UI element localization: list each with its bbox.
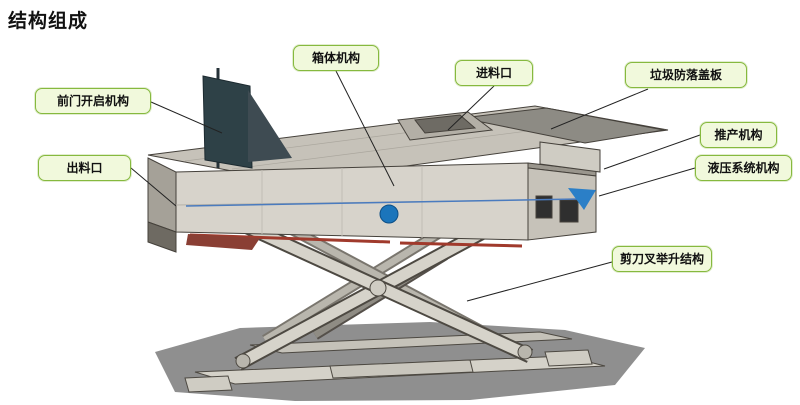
label-feed-inlet: 进料口 (455, 60, 533, 87)
leader-lines (130, 70, 701, 302)
base-roller-left (235, 353, 251, 369)
feed-hopper-opening (414, 114, 477, 134)
housing-opening-2 (559, 199, 579, 223)
label-garbage-cover-plate: 垃圾防落盖板 (625, 62, 747, 89)
scissor-pivot (369, 279, 387, 297)
red-bottom-strip-right (399, 241, 523, 248)
label-hydraulic-system: 液压系统机构 (695, 155, 792, 182)
label-discharge-outlet: 出料口 (38, 155, 131, 182)
label-push-mechanism: 推产机构 (700, 122, 777, 149)
leader-push (603, 134, 701, 170)
base-roller-right (517, 344, 533, 360)
red-shade (186, 234, 260, 250)
pivot-highlight-dot (379, 204, 399, 224)
leader-discharge (130, 167, 177, 207)
leader-feed (447, 85, 495, 131)
label-scissor-lift-structure: 剪刀叉举升结构 (612, 246, 712, 273)
page-title: 结构组成 (8, 10, 89, 32)
label-front-door-mechanism: 前门开启机构 (35, 88, 151, 115)
discharge-chute (147, 221, 177, 253)
upper-right-structure (539, 141, 601, 173)
leader-cover (550, 88, 649, 130)
cover-plate (461, 107, 665, 144)
discharge-end (147, 157, 177, 233)
label-box-body-mechanism: 箱体机构 (293, 45, 379, 72)
guide-line (185, 198, 579, 207)
front-door-panel (202, 68, 292, 169)
container-body (147, 105, 669, 253)
hydraulic-arrow (568, 188, 596, 210)
leader-front-door (150, 101, 223, 134)
leader-scissor (466, 261, 613, 302)
housing-opening-1 (535, 195, 553, 219)
leader-hydraulic (598, 167, 696, 197)
leader-box-body (335, 70, 395, 187)
